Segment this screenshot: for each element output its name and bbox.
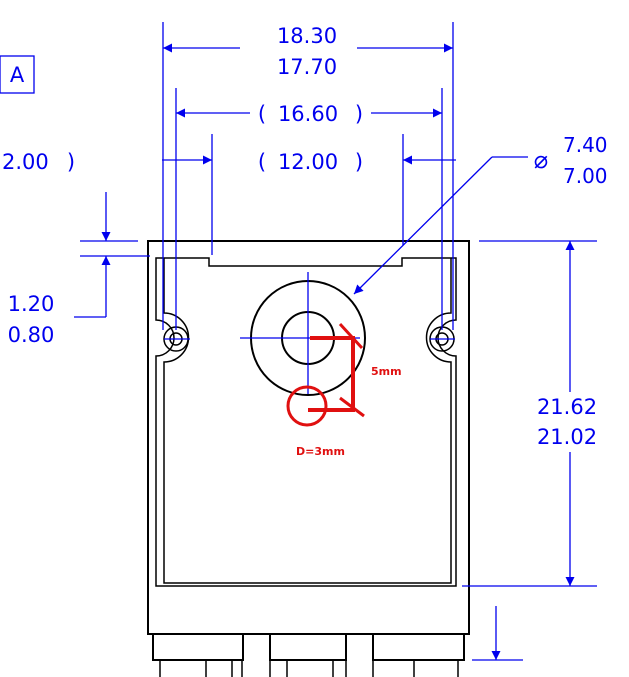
dimension-geometry — [74, 22, 597, 661]
paren-close: ) — [355, 150, 363, 174]
red-markup — [286, 322, 365, 427]
paren-open: ( — [258, 102, 266, 126]
paren-close: ) — [355, 102, 363, 126]
overall-width-max: 18.30 — [277, 24, 337, 48]
datum-label: A — [10, 63, 25, 87]
inner-window — [163, 258, 452, 584]
hole-spacing-ref: 16.60 — [278, 102, 338, 126]
lead-frames — [152, 634, 465, 677]
offset-label: 5mm — [371, 365, 402, 378]
height-min: 21.02 — [537, 425, 597, 449]
paren-open: ( — [258, 150, 266, 174]
hole-diameter-min: 7.00 — [563, 164, 608, 188]
inner-width-ref: 12.00 — [278, 150, 338, 174]
overall-width-min: 17.70 — [277, 55, 337, 79]
drill-circle — [286, 385, 328, 427]
body-inner-outline — [155, 257, 457, 587]
offset-bracket — [308, 336, 355, 412]
paren-close: ) — [67, 150, 75, 174]
thickness-max: 1.20 — [8, 292, 55, 316]
datum-box: A — [0, 55, 35, 94]
height-max: 21.62 — [537, 395, 597, 419]
offset-tick-bottom — [339, 396, 365, 418]
diameter-symbol: ⌀ — [534, 146, 548, 174]
offset-tick-top — [338, 322, 364, 350]
left-partial-ref: 2.00 — [2, 150, 49, 174]
diameter-leader — [353, 156, 493, 295]
thickness-min: 0.80 — [8, 323, 55, 347]
hole-diameter-max: 7.40 — [563, 133, 608, 157]
diameter-label: D=3mm — [296, 445, 345, 458]
